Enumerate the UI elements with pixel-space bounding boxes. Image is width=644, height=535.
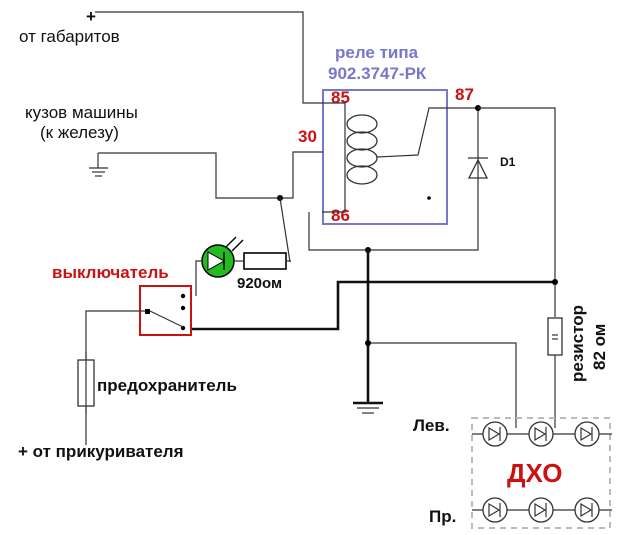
diode-label: D1 xyxy=(500,155,516,169)
body-label-line2: (к железу) xyxy=(40,123,119,142)
right-label: Пр. xyxy=(429,507,456,526)
pin-86-label: 86 xyxy=(331,206,350,225)
led-resistor-label: 920ом xyxy=(237,275,282,292)
relay-coil-icon xyxy=(344,112,378,198)
fuse-icon xyxy=(77,352,95,414)
wire-body xyxy=(98,152,280,199)
drl-led-icon xyxy=(574,497,600,523)
ot-gabaritov-label: от габаритов xyxy=(19,27,120,46)
switch-lever xyxy=(149,310,184,328)
wire-pin30 xyxy=(280,151,323,199)
relay-contact xyxy=(376,107,480,158)
relay-contact-dot xyxy=(427,196,431,200)
drl-led-icon xyxy=(574,421,600,447)
body-label-line1: кузов машины xyxy=(25,103,138,122)
resistor-920-icon xyxy=(243,252,287,270)
pin-85-label: 85 xyxy=(331,88,350,107)
wire-led-switch xyxy=(195,260,202,296)
drl-led-icon xyxy=(482,421,508,447)
resistor-label-line1: резистор xyxy=(568,305,587,382)
wire-pin86 xyxy=(322,198,346,213)
wire-ground-drl xyxy=(368,342,517,428)
resistor-icon xyxy=(547,317,563,356)
wire-gabarity-85 xyxy=(95,11,346,112)
wire-87-resistor xyxy=(478,107,556,317)
pin-87-label: 87 xyxy=(455,85,474,104)
resistor-label-line2: 82 ом xyxy=(590,324,609,370)
wire-switch-fuse xyxy=(85,310,145,360)
drl-led-icon xyxy=(482,497,508,523)
node-resistor-power xyxy=(552,279,558,285)
wire-86-down xyxy=(308,212,368,251)
left-label: Лев. xyxy=(413,416,450,435)
plus-top-label: + xyxy=(86,7,96,26)
relay-type-line1: реле типа xyxy=(335,43,419,62)
node-ground xyxy=(365,340,371,346)
wire-switch-power xyxy=(190,280,555,331)
relay-type-line2: 902.3747-РК xyxy=(328,64,427,83)
drl-led-icon xyxy=(528,497,554,523)
diode-icon xyxy=(467,157,489,179)
lighter-label: + от прикуривателя xyxy=(18,442,184,461)
led-icon xyxy=(201,236,244,278)
fuse-label: предохранитель xyxy=(97,376,237,395)
ground-icon xyxy=(89,167,108,177)
drl-label: ДХО xyxy=(507,458,562,488)
ground-icon xyxy=(353,401,383,414)
pin-30-label: 30 xyxy=(298,127,317,146)
relay-box xyxy=(322,89,448,225)
drl-led-icon xyxy=(528,421,554,447)
switch-label: выключатель xyxy=(52,263,169,282)
wire-to-resistor xyxy=(279,197,291,263)
wire-diode-bus xyxy=(368,108,479,251)
